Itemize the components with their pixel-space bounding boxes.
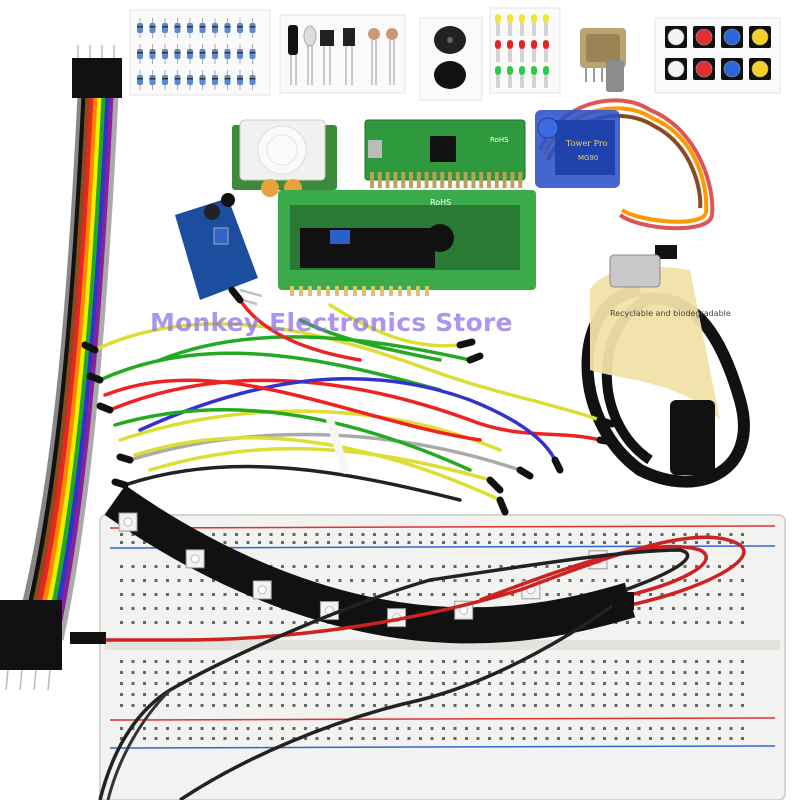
ribbon-cable xyxy=(0,45,122,691)
cable-recycle-label: Recyclable and biodegradable xyxy=(610,309,731,318)
pir-motion-sensor xyxy=(232,119,337,197)
buzzer-set xyxy=(419,17,483,101)
servo-model-label: MG90 xyxy=(578,154,598,162)
pico-board: RoHS xyxy=(364,119,526,188)
jumper-wire-bundle xyxy=(81,286,616,516)
ir-sensor-module xyxy=(175,193,263,306)
button-cap-set xyxy=(654,17,781,94)
potentiometer xyxy=(580,28,626,92)
lcd-rohs-label: RoHS xyxy=(430,198,451,207)
lcd-module: RoHS xyxy=(278,190,536,296)
servo-brand-label: Tower Pro xyxy=(566,139,608,148)
led-strip xyxy=(70,485,746,800)
servo-motor: Tower Pro MG90 xyxy=(535,98,715,259)
usb-cable: Recyclable and biodegradable xyxy=(581,254,750,488)
pico-label: RoHS xyxy=(490,136,509,144)
resistor-set xyxy=(129,9,271,96)
led-set xyxy=(489,7,561,94)
sensor-component-set xyxy=(279,14,406,94)
